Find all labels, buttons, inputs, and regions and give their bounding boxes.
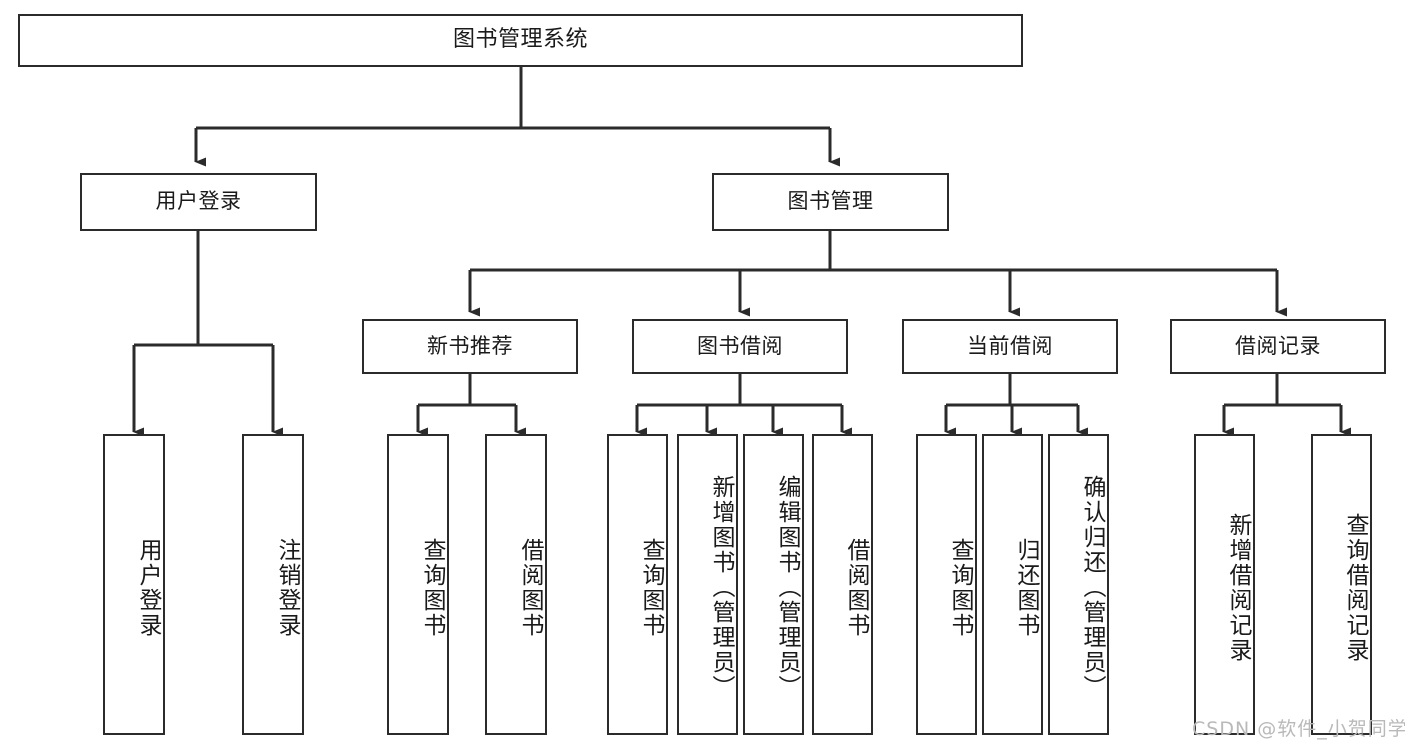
- node-label: 查询借阅记录: [1342, 512, 1368, 663]
- node-label: 借阅记录: [1235, 333, 1321, 358]
- node-book-management[interactable]: 图书管理: [712, 173, 949, 231]
- leaf-logout-login[interactable]: 注销登录: [242, 434, 304, 735]
- node-label: 用户登录: [135, 537, 161, 638]
- node-label: 编辑图书（管理员）: [774, 475, 800, 700]
- leaf-query-borrow-record[interactable]: 查询借阅记录: [1311, 434, 1372, 735]
- leaf-query-book-recommend[interactable]: 查询图书: [387, 434, 449, 735]
- leaf-user-login[interactable]: 用户登录: [103, 434, 165, 735]
- leaf-query-book-borrow[interactable]: 查询图书: [607, 434, 668, 735]
- node-label: 当前借阅: [967, 333, 1053, 358]
- csdn-watermark: CSDN @软件_小贺同学: [1192, 718, 1405, 740]
- node-new-book-recommend[interactable]: 新书推荐: [362, 319, 578, 374]
- node-label: 图书管理: [787, 189, 874, 214]
- node-user-login[interactable]: 用户登录: [80, 173, 317, 231]
- node-label: 新书推荐: [427, 333, 513, 358]
- node-label: 确认归还（管理员）: [1079, 475, 1105, 700]
- leaf-return-book[interactable]: 归还图书: [982, 434, 1043, 735]
- node-borrow-record[interactable]: 借阅记录: [1170, 319, 1386, 374]
- node-label: 借阅图书: [517, 537, 543, 638]
- node-label: 注销登录: [274, 537, 300, 638]
- node-label: 查询图书: [947, 537, 973, 638]
- leaf-borrow-book-recommend[interactable]: 借阅图书: [485, 434, 547, 735]
- node-label: 查询图书: [638, 537, 664, 638]
- node-label: 图书借阅: [697, 333, 783, 358]
- leaf-query-book-current[interactable]: 查询图书: [916, 434, 977, 735]
- leaf-borrow-book-borrow[interactable]: 借阅图书: [812, 434, 873, 735]
- leaf-confirm-return-admin[interactable]: 确认归还（管理员）: [1048, 434, 1109, 735]
- node-label: 图书管理系统: [452, 27, 588, 53]
- node-root-book-management-system[interactable]: 图书管理系统: [18, 14, 1023, 67]
- node-label: 查询图书: [419, 537, 445, 638]
- node-label: 借阅图书: [843, 537, 869, 638]
- node-label: 新增图书（管理员）: [708, 475, 734, 700]
- leaf-edit-book-admin[interactable]: 编辑图书（管理员）: [743, 434, 804, 735]
- leaf-add-borrow-record[interactable]: 新增借阅记录: [1194, 434, 1255, 735]
- node-book-borrow[interactable]: 图书借阅: [632, 319, 848, 374]
- leaf-add-book-admin[interactable]: 新增图书（管理员）: [677, 434, 738, 735]
- node-label: 新增借阅记录: [1225, 512, 1251, 663]
- node-label: 归还图书: [1013, 537, 1039, 638]
- node-current-borrow[interactable]: 当前借阅: [902, 319, 1118, 374]
- node-label: 用户登录: [155, 189, 242, 214]
